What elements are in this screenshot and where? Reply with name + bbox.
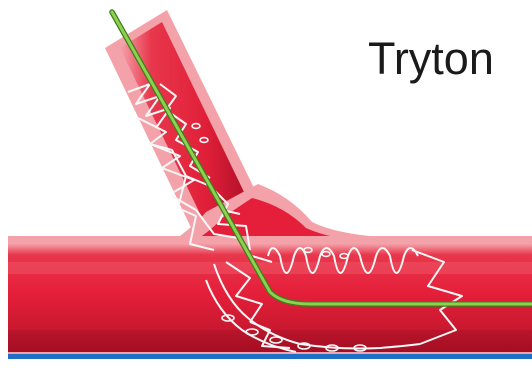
baseline — [8, 354, 532, 359]
device-label: Tryton — [368, 36, 494, 81]
main-vessel-highlight — [8, 262, 532, 274]
